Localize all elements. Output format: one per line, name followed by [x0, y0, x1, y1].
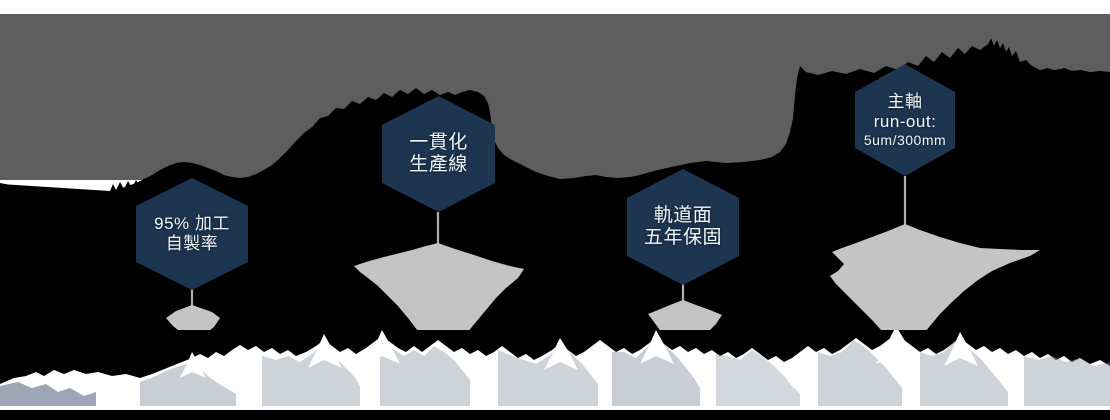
snow-ridge-main [0, 334, 1110, 412]
beam-shape-2 [354, 243, 524, 360]
badge-production-line[interactable]: 一貫化 生產線 [382, 96, 495, 212]
snow-shadow-accents [0, 338, 1110, 412]
badge-line: 五年保固 [643, 227, 722, 248]
badge-line: 5um/300mm [863, 131, 947, 148]
badge-line: run-out: [873, 111, 937, 131]
badge-line: 主軸 [887, 91, 923, 111]
snow-peaks-detail [180, 330, 978, 378]
badge-line: 一貫化 [409, 131, 468, 153]
beam-shape-3 [648, 300, 722, 359]
beam-shape-4 [830, 224, 1040, 360]
beam-shape-1 [166, 305, 220, 345]
badge-line: 生產線 [409, 154, 468, 175]
badge-rail-warranty[interactable]: 軌道面 五年保固 [627, 169, 739, 285]
badge-spindle-runout[interactable]: 主軸 run-out: 5um/300mm [855, 64, 955, 176]
bottom-strip [0, 410, 1110, 420]
badge-line: 95% 加工 [154, 213, 230, 233]
treeline-texture [0, 38, 1110, 420]
badge-line: 軌道面 [653, 204, 713, 226]
snow-mountains [0, 330, 1110, 412]
badge-line: 自製率 [165, 234, 219, 253]
